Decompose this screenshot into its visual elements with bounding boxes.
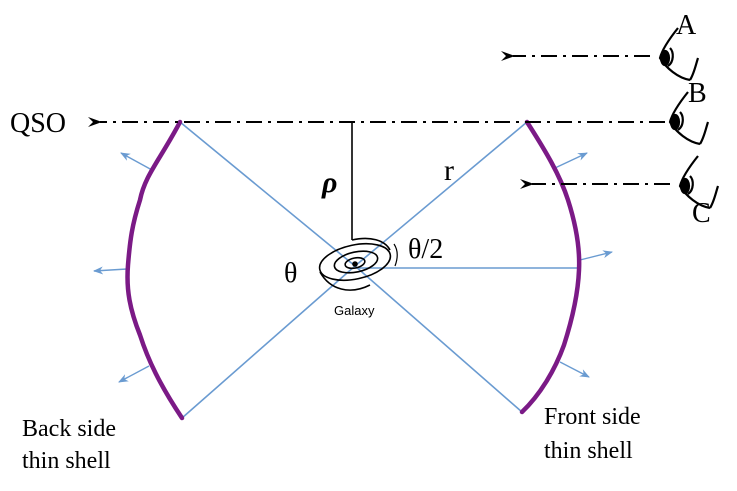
- half-theta-label: θ/2: [408, 234, 443, 265]
- shell-normal-arrows: [93, 152, 613, 383]
- front-shell-arrow-2: [579, 250, 613, 261]
- observer-a-label: A: [676, 10, 697, 41]
- front-shell-arrow-1: [554, 152, 588, 169]
- front-side-shell: [519, 119, 582, 415]
- eye-icon: [668, 91, 710, 146]
- galaxy-spiral-icon: [318, 237, 392, 291]
- cone-edge-upper-right: [354, 121, 528, 267]
- observer-b-eye: [668, 91, 710, 146]
- galaxy-label: Galaxy: [334, 303, 375, 318]
- back-shell-arrow-1: [120, 152, 153, 171]
- observer-c-label: C: [692, 198, 711, 229]
- observer-b-label: B: [688, 78, 707, 109]
- eye-icon: [678, 155, 720, 210]
- cone-lines: [179, 121, 580, 419]
- front-shell-label-line1: Front side: [544, 404, 641, 430]
- eye-icon: [658, 27, 700, 82]
- back-side-shell: [125, 119, 185, 421]
- back-shell-arrow-3: [118, 365, 150, 383]
- cone-edge-upper-left: [179, 121, 356, 267]
- cone-edge-lower-right: [354, 265, 523, 413]
- back-shell-label-line1: Back side: [22, 416, 116, 442]
- half-angle-arc: [393, 243, 398, 267]
- r-label: r: [444, 154, 454, 187]
- front-shell-label-line2: thin shell: [544, 438, 633, 464]
- front-shell-arrow-3: [559, 361, 590, 378]
- observer-c-eye: [678, 155, 720, 210]
- back-shell-label-line2: thin shell: [22, 448, 111, 474]
- back-shell-arrow-2: [93, 266, 128, 275]
- cone-edge-lower-left: [181, 265, 356, 419]
- observer-a-eye: [658, 27, 700, 82]
- rho-label: ρ: [321, 166, 337, 199]
- qso-label: QSO: [10, 108, 66, 139]
- theta-label: θ: [284, 258, 297, 289]
